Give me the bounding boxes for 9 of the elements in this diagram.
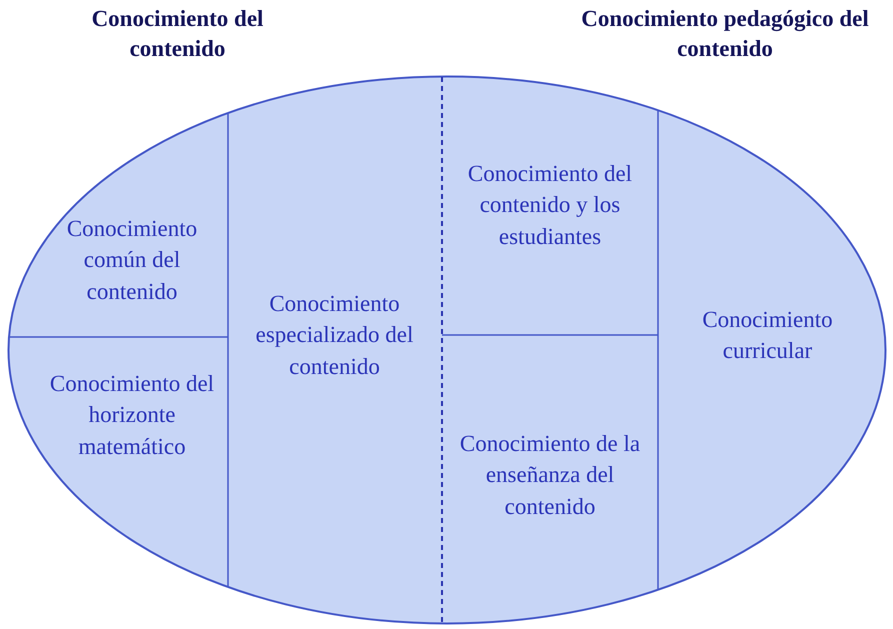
region-label: Conocimiento del contenido y los estudiantes — [444, 115, 656, 295]
region-label: Conocimiento curricular — [660, 255, 875, 415]
section-heading: Conocimiento del contenido — [90, 5, 264, 63]
region-label: Conocimiento de la enseñanza del contenido — [444, 385, 656, 565]
region-label: Conocimiento especializado del contenido — [232, 225, 437, 445]
region-label: Conocimiento del horizonte matemático — [42, 340, 222, 490]
ellipse-diagram — [7, 75, 887, 625]
region-label: Conocimiento común del contenido — [42, 185, 222, 335]
section-heading: Conocimiento pedagógico del contenido — [580, 5, 870, 63]
